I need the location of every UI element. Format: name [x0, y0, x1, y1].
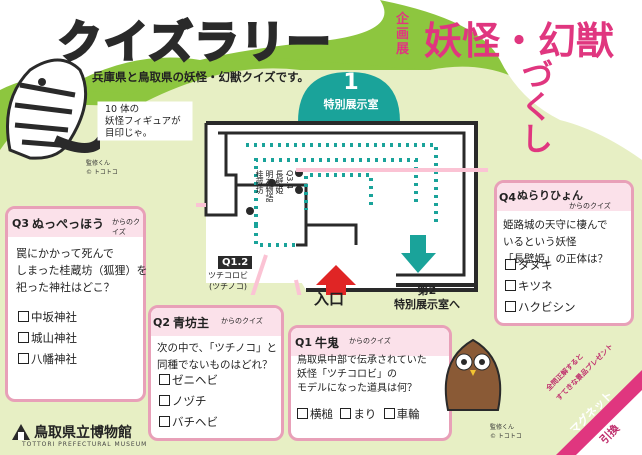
q2-option-1[interactable]: ゼニヘビ [159, 370, 218, 391]
checkbox-icon [505, 259, 516, 270]
room1-name: 特別展示室 [323, 98, 379, 111]
q4-option-3-label: ハクビシン [518, 300, 576, 314]
exhibit-label: 企画展 [396, 12, 410, 57]
checkbox-icon [18, 353, 29, 364]
museum-logo-text: 鳥取県立博物館 [34, 425, 132, 441]
q3-speaker: ぬっぺっほう [32, 217, 105, 231]
figure-note-line-1: 10 体の [105, 104, 140, 115]
q4-option-2-label: キツネ [518, 279, 553, 293]
checkbox-icon [159, 395, 170, 406]
q4-question: 姫路城の天守に棲んで いるという妖怪 「長壁姫」の正体は？ [503, 219, 608, 265]
q2-option-3[interactable]: バチヘビ [159, 412, 218, 433]
q4-options: タヌキ キツネ ハクビシン [505, 255, 576, 318]
q2-speaker: 青坊主 [173, 316, 210, 330]
q2-option-2-label: ノヅチ [172, 394, 207, 408]
q1-option-2[interactable]: まり [340, 407, 376, 421]
q2-suffix: からのクイズ [221, 317, 263, 325]
q3-suffix: からのクイズ [112, 218, 140, 236]
room1-banner-shape [298, 72, 400, 122]
q4-number: Q4 [499, 191, 517, 204]
speech-bubble-shape [97, 101, 193, 141]
q3-options: 中坂神社 城山神社 八幡神社 [18, 307, 77, 370]
q4-option-2[interactable]: キツネ [505, 276, 576, 297]
q1-option-3-label: 車輪 [396, 407, 420, 421]
q34-map-label: Q3.4 長壁姫 明石物語 桂蔵坊 [255, 170, 294, 202]
quiz-rally-title: クイズラリー [57, 16, 333, 70]
q1-option-1-label: 横槌 [310, 407, 333, 421]
q2-option-2[interactable]: ノヅチ [159, 391, 218, 412]
figure-note: 10 体の 妖怪フィギュアが 目印じゃ。 [105, 104, 181, 140]
q3-option-2-label: 城山神社 [31, 331, 77, 345]
card-header: Q2 青坊主 からのクイズ [151, 308, 281, 336]
checkbox-icon [18, 332, 29, 343]
figure-note-line-2: 妖怪フィギュアが [105, 116, 181, 127]
quiz-card-q1: Q1 牛鬼 からのクイズ 鳥取県中部で伝承されていた 妖怪「ツチコロビ」の モデ… [288, 325, 452, 441]
prize-seal-shape [556, 370, 642, 455]
q4-speaker: ぬらりひょん [517, 189, 583, 202]
q3-option-3[interactable]: 八幡神社 [18, 349, 77, 370]
q3-option-1[interactable]: 中坂神社 [18, 307, 77, 328]
checkbox-icon [340, 408, 352, 419]
quiz-card-q4: Q4 ぬらりひょん からのクイズ 姫路城の天守に棲んで いるという妖怪 「長壁姫… [494, 180, 634, 326]
q3-option-2[interactable]: 城山神社 [18, 328, 77, 349]
q1-number: Q1 [295, 336, 313, 349]
ghost-character-icon [6, 58, 100, 160]
checkbox-icon [383, 408, 395, 419]
owl-character-icon [444, 338, 502, 411]
checkbox-icon [18, 311, 29, 322]
card-header: Q4 ぬらりひょん からのクイズ [497, 183, 631, 211]
q3-option-3-label: 八幡神社 [31, 352, 77, 366]
q1-options: 横槌 まり 車輪 [297, 404, 420, 425]
q1-option-3[interactable]: 車輪 [383, 407, 420, 421]
museum-logo-icon [12, 424, 30, 440]
checkbox-icon [297, 408, 308, 419]
q3-option-1-label: 中坂神社 [31, 310, 77, 324]
q12-map-sub: ツチコロビ (ツチノコ) [208, 271, 248, 291]
character-credit-right: 監修くん © トコトコ [490, 424, 522, 440]
q2-option-1-label: ゼニヘビ [172, 373, 218, 387]
figure-note-line-3: 目印じゃ。 [105, 128, 153, 139]
q2-option-3-label: バチヘビ [172, 415, 218, 429]
room2-label: 第2 特別展示室へ [394, 284, 460, 311]
q12-map-label: Q1.2 [218, 256, 253, 269]
quiz-card-q3: Q3 ぬっぺっほう からのクイズ 罠にかかって死んで しまった桂蔵坊（狐狸）を … [5, 206, 148, 402]
q4-option-1[interactable]: タヌキ [505, 255, 576, 276]
q2-number: Q2 [153, 316, 171, 329]
room1-number: 1 [343, 70, 359, 95]
character-credit-left: 監修くん © トコトコ [86, 160, 118, 176]
checkbox-icon [505, 280, 516, 291]
quiz-subtitle: 兵庫県と鳥取県の妖怪・幻獣クイズです。 [92, 70, 310, 84]
q4-option-1-label: タヌキ [518, 258, 553, 272]
q1-option-2-label: まり [353, 407, 377, 421]
q2-options: ゼニヘビ ノヅチ バチヘビ [159, 370, 218, 433]
q3-number: Q3 [12, 217, 30, 230]
q1-speaker: 牛鬼 [315, 336, 340, 350]
entrance-label: 入口 [314, 290, 345, 308]
checkbox-icon [505, 301, 516, 312]
q4-suffix: からのクイズ [569, 202, 611, 210]
exhibit-title-2: づくし [516, 58, 554, 154]
quiz-card-q2: Q2 青坊主 からのクイズ 次の中で、「ツチノコ」と 同種でないものはどれ？ ゼ… [148, 305, 284, 441]
q1-question: 鳥取県中部で伝承されていた 妖怪「ツチコロビ」の モデルになった道具は何？ [297, 355, 427, 394]
checkbox-icon [159, 416, 170, 427]
q1-suffix: からのクイズ [349, 337, 391, 345]
card-header: Q3 ぬっぺっほう からのクイズ [8, 209, 143, 237]
card-header: Q1 牛鬼 からのクイズ [291, 328, 449, 356]
museum-logo-sub: TOTTORI PREFECTURAL MUSEUM [22, 441, 148, 448]
q1-option-1[interactable]: 横槌 [297, 407, 333, 421]
q4-option-3[interactable]: ハクビシン [505, 297, 576, 318]
floor-map [196, 121, 488, 295]
exhibit-title: 妖怪・幻獣 [424, 19, 615, 63]
q3-question: 罠にかかって死んで しまった桂蔵坊（狐狸）を 祀った神社はどこ？ [16, 247, 148, 294]
q2-question: 次の中で、「ツチノコ」と 同種でないものはどれ？ [157, 342, 278, 371]
checkbox-icon [159, 374, 170, 385]
